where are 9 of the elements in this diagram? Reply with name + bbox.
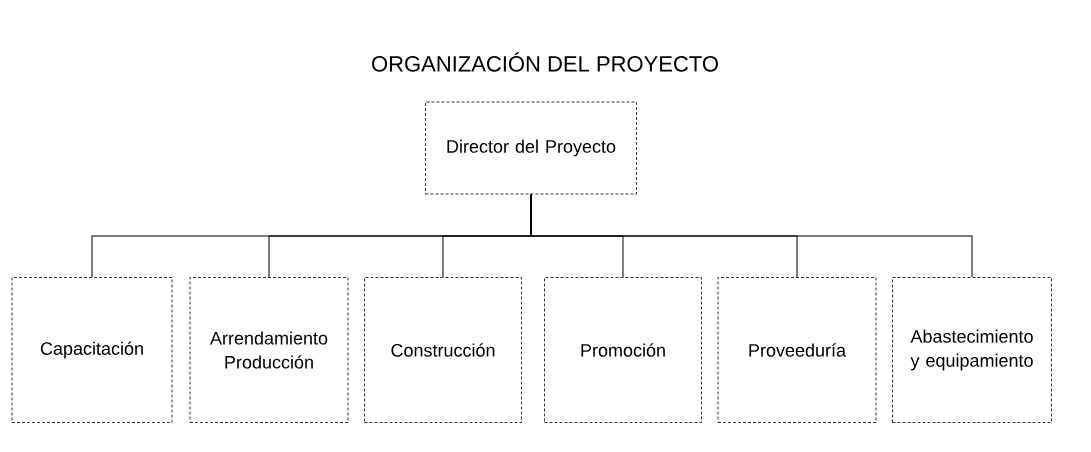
connector-line xyxy=(530,193,973,278)
org-box: Director del Proyecto xyxy=(425,101,637,195)
org-box: Promoción xyxy=(544,277,702,423)
org-box: Proveeduría xyxy=(717,277,877,423)
org-box: Abastecimiento y equipamiento xyxy=(892,277,1052,423)
title: ORGANIZACIÓN DEL PROYECTO xyxy=(372,52,718,72)
org-box: Construcción xyxy=(364,277,522,423)
org-box: Arrendamiento Producción xyxy=(189,277,349,423)
org-box: Capacitación xyxy=(11,277,173,423)
